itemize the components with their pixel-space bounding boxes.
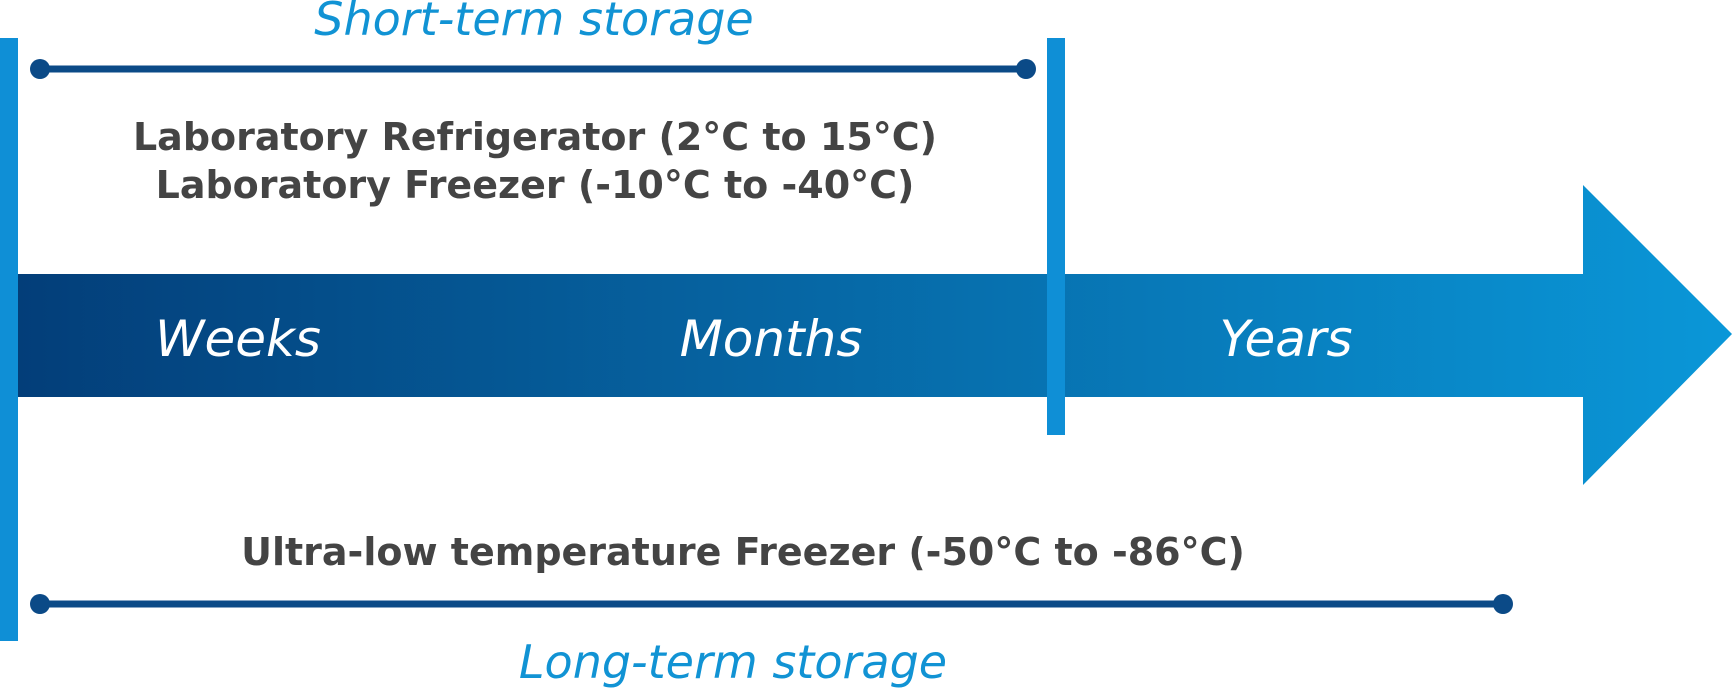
timeline-label-months: Months	[680, 310, 863, 368]
long-term-title: Long-term storage	[519, 635, 947, 689]
short-term-start-dot	[30, 59, 50, 79]
timeline-arrow	[18, 185, 1732, 485]
short-term-end-dot	[1016, 59, 1036, 79]
short-term-refrigerator-line: Laboratory Refrigerator (2°C to 15°C)	[133, 115, 937, 159]
timeline-label-years: Years	[1219, 310, 1352, 368]
long-term-start-dot	[30, 594, 50, 614]
long-term-ultralow-line: Ultra-low temperature Freezer (-50°C to …	[241, 530, 1245, 574]
short-term-end-bar	[1047, 38, 1065, 435]
short-term-freezer-line: Laboratory Freezer (-10°C to -40°C)	[156, 163, 915, 207]
short-term-title: Short-term storage	[314, 0, 753, 46]
timeline-label-weeks: Weeks	[155, 310, 321, 368]
left-vertical-bar	[0, 38, 18, 641]
long-term-end-dot	[1493, 594, 1513, 614]
